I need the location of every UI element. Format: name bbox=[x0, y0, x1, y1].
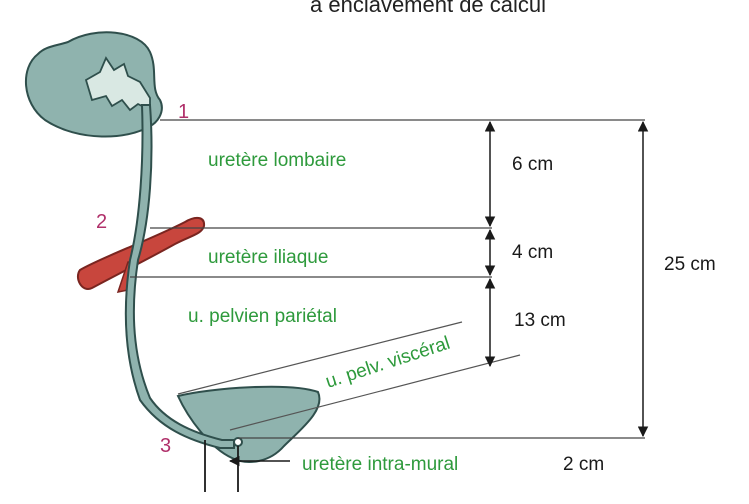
marker-1: 1 bbox=[178, 101, 189, 123]
ureteric-orifice bbox=[234, 438, 242, 446]
measure-13cm: 13 cm bbox=[514, 310, 566, 331]
label-ureter-lombaire: uretère lombaire bbox=[208, 150, 346, 171]
marker-3: 3 bbox=[160, 435, 171, 457]
bladder bbox=[178, 387, 319, 462]
label-intra-mural: uretère intra-mural bbox=[302, 454, 458, 475]
measure-2cm: 2 cm bbox=[563, 454, 604, 475]
measure-4cm: 4 cm bbox=[512, 242, 553, 263]
measure-6cm: 6 cm bbox=[512, 154, 553, 175]
marker-2: 2 bbox=[96, 211, 107, 233]
label-ureter-iliaque: uretère iliaque bbox=[208, 247, 328, 268]
measure-25cm: 25 cm bbox=[664, 254, 716, 275]
label-pelvien-visceral: u. pelv. viscéral bbox=[323, 333, 453, 393]
label-pelvien-parietal: u. pelvien pariétal bbox=[188, 306, 337, 327]
header-text: a enclavement de calcul bbox=[310, 0, 546, 17]
